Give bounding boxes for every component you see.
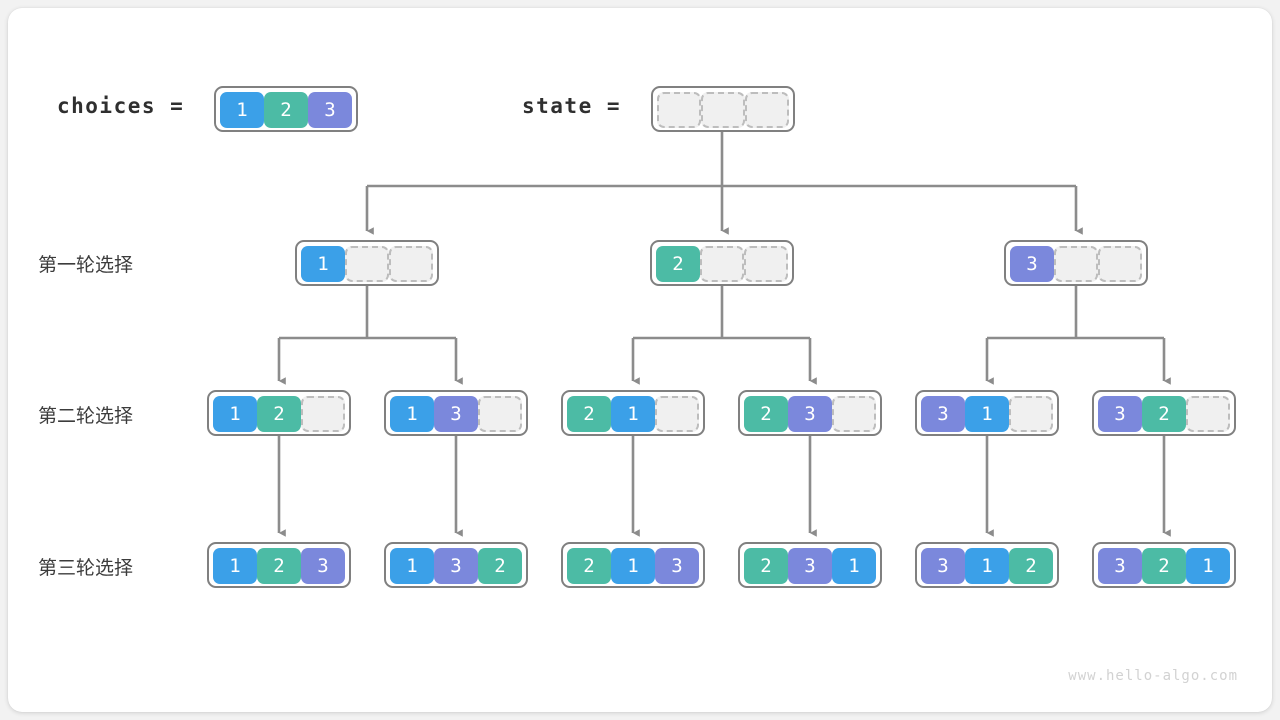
choices-cell-filled: 2 xyxy=(264,92,308,128)
level2-6-cell-empty xyxy=(1186,396,1230,432)
state-array xyxy=(651,86,795,132)
state-label: state = xyxy=(522,94,622,118)
level2-4-cell-filled: 3 xyxy=(788,396,832,432)
level2-4-cell-filled: 2 xyxy=(744,396,788,432)
choices-label: choices = xyxy=(57,94,185,118)
level3-5-cell-filled: 2 xyxy=(1009,548,1053,584)
state-cell-empty xyxy=(657,92,701,128)
choices-cell-filled: 3 xyxy=(308,92,352,128)
level1-2-cell-empty xyxy=(744,246,788,282)
level2-5-cell-filled: 3 xyxy=(921,396,965,432)
level3-6-cell-filled: 1 xyxy=(1186,548,1230,584)
level2-1-cell-filled: 2 xyxy=(257,396,301,432)
level1-node-3: 3 xyxy=(1004,240,1148,286)
level3-4-cell-filled: 1 xyxy=(832,548,876,584)
level2-5-cell-filled: 1 xyxy=(965,396,1009,432)
level3-2-cell-filled: 2 xyxy=(478,548,522,584)
level1-node-2: 2 xyxy=(650,240,794,286)
row-label-round-2: 第二轮选择 xyxy=(38,406,134,427)
level3-4-cell-filled: 2 xyxy=(744,548,788,584)
level1-3-cell-empty xyxy=(1054,246,1098,282)
level1-2-cell-empty xyxy=(700,246,744,282)
level2-2-cell-filled: 1 xyxy=(390,396,434,432)
state-cell-empty xyxy=(701,92,745,128)
level1-2-cell-filled: 2 xyxy=(656,246,700,282)
level2-2-cell-filled: 3 xyxy=(434,396,478,432)
level1-1-cell-empty xyxy=(345,246,389,282)
choices-cell-filled: 1 xyxy=(220,92,264,128)
level2-4-cell-empty xyxy=(832,396,876,432)
level3-2-cell-filled: 3 xyxy=(434,548,478,584)
level3-3-cell-filled: 3 xyxy=(655,548,699,584)
row-label-round-1: 第一轮选择 xyxy=(38,255,134,276)
level1-3-cell-filled: 3 xyxy=(1010,246,1054,282)
level3-5-cell-filled: 3 xyxy=(921,548,965,584)
level1-node-1: 1 xyxy=(295,240,439,286)
level3-1-cell-filled: 2 xyxy=(257,548,301,584)
level3-2-cell-filled: 1 xyxy=(390,548,434,584)
row-label-round-3: 第三轮选择 xyxy=(38,558,134,579)
level2-1-cell-empty xyxy=(301,396,345,432)
level3-1-cell-filled: 3 xyxy=(301,548,345,584)
state-cell-empty xyxy=(745,92,789,128)
watermark: www.hello-algo.com xyxy=(1068,668,1238,684)
level3-5-cell-filled: 1 xyxy=(965,548,1009,584)
level1-3-cell-empty xyxy=(1098,246,1142,282)
level2-2-cell-empty xyxy=(478,396,522,432)
level2-3-cell-empty xyxy=(655,396,699,432)
level2-5-cell-empty xyxy=(1009,396,1053,432)
level2-6-cell-filled: 3 xyxy=(1098,396,1142,432)
level2-3-cell-filled: 1 xyxy=(611,396,655,432)
level2-3-cell-filled: 2 xyxy=(567,396,611,432)
level1-1-cell-filled: 1 xyxy=(301,246,345,282)
level3-6-cell-filled: 2 xyxy=(1142,548,1186,584)
level2-1-cell-filled: 1 xyxy=(213,396,257,432)
level3-3-cell-filled: 2 xyxy=(567,548,611,584)
level3-1-cell-filled: 1 xyxy=(213,548,257,584)
level1-1-cell-empty xyxy=(389,246,433,282)
level3-3-cell-filled: 1 xyxy=(611,548,655,584)
level2-6-cell-filled: 2 xyxy=(1142,396,1186,432)
level3-4-cell-filled: 3 xyxy=(788,548,832,584)
level3-6-cell-filled: 3 xyxy=(1098,548,1142,584)
